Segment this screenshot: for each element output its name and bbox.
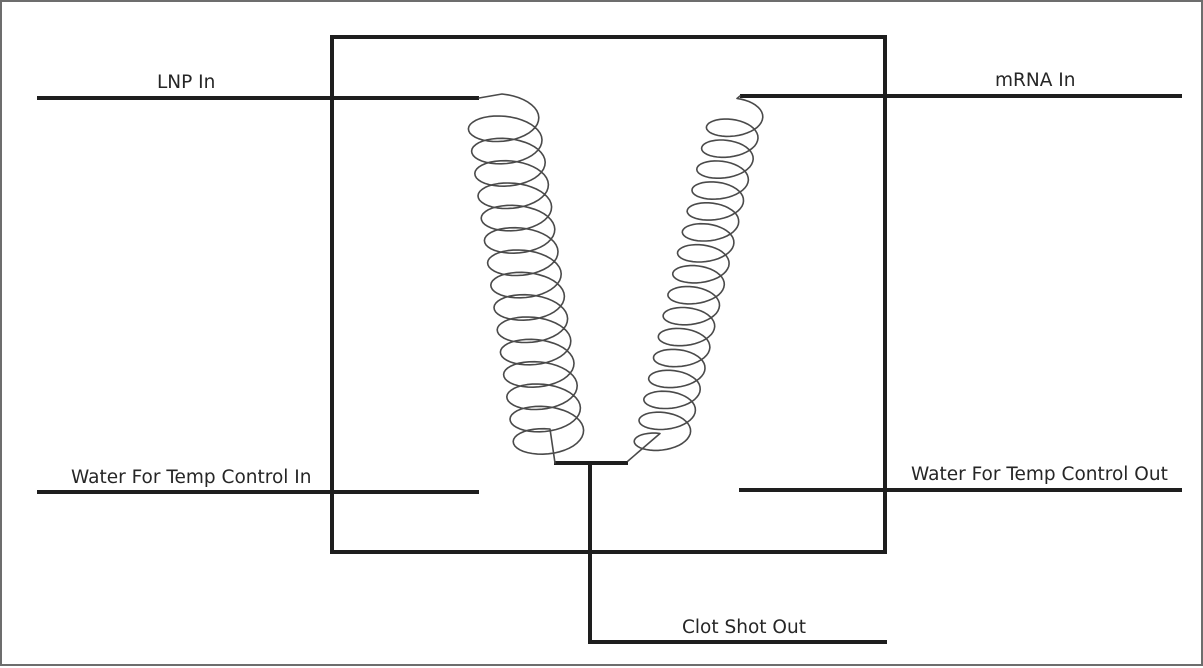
water-out-label: Water For Temp Control Out	[911, 464, 1168, 485]
clot-shot-out-label: Clot Shot Out	[682, 617, 806, 638]
mrna-in-label: mRNA In	[995, 70, 1075, 91]
clot-shot-outlet-line	[588, 463, 887, 644]
lnp-mixing-coil	[467, 93, 585, 464]
lnp-in-label: LNP In	[157, 72, 215, 93]
mrna-mixing-coil	[627, 95, 764, 462]
water-in-label: Water For Temp Control In	[71, 467, 311, 488]
reactor-chamber	[330, 35, 887, 554]
